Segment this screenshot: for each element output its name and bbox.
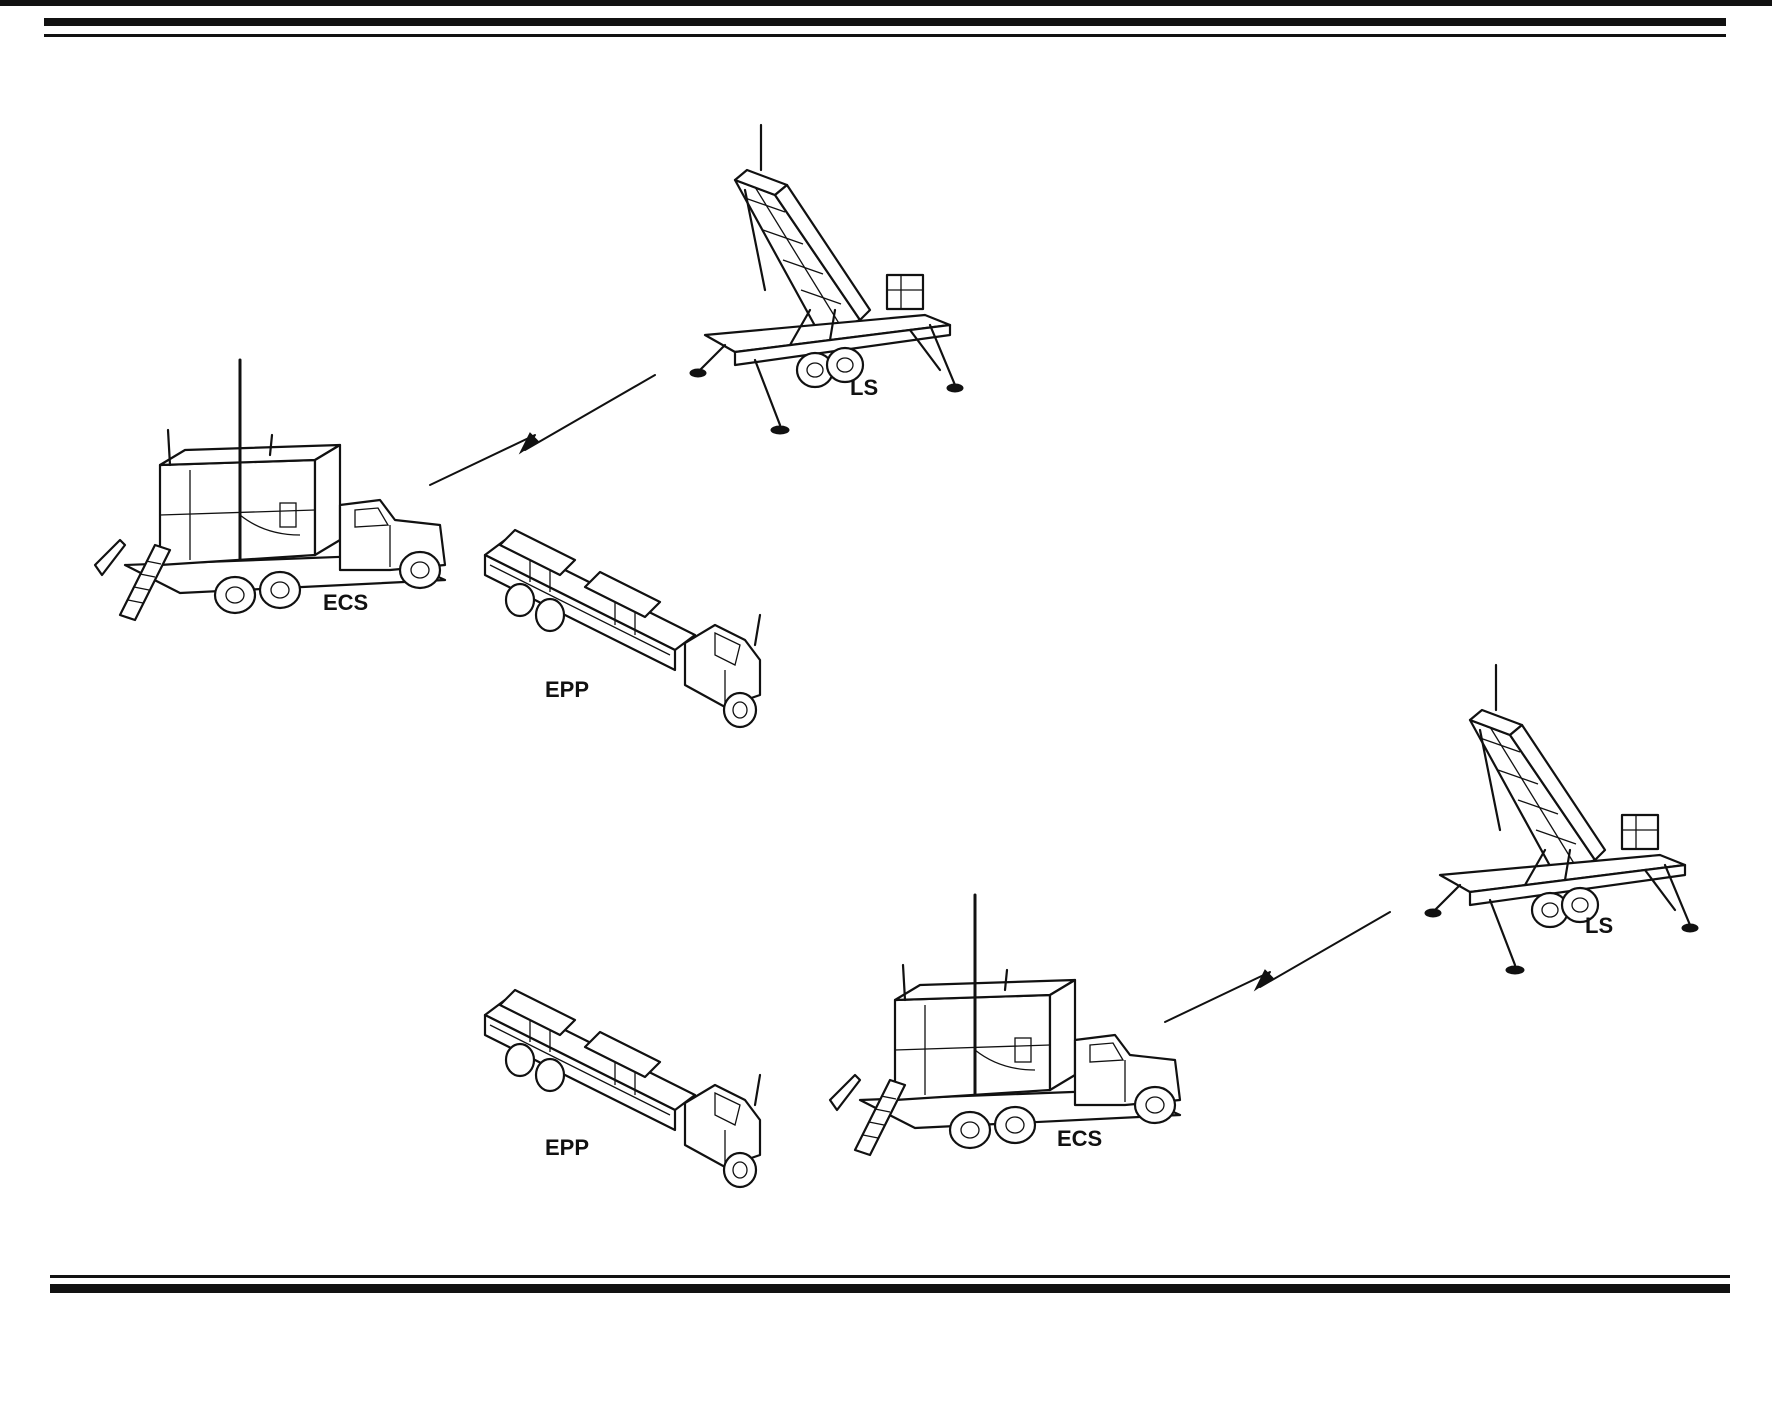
ls-label: LS bbox=[1585, 913, 1613, 938]
launcher-icon bbox=[1423, 663, 1700, 976]
ecs-label: ECS bbox=[1057, 1126, 1102, 1151]
lower-group: EPP ECS LS bbox=[483, 663, 1700, 1189]
power-plant-truck-icon bbox=[483, 988, 762, 1189]
bottom-border bbox=[50, 1275, 1730, 1293]
ecs-label: ECS bbox=[323, 590, 368, 615]
radio-link-icon bbox=[1164, 911, 1391, 1023]
ecs-truck-icon bbox=[93, 358, 447, 622]
launcher-icon bbox=[688, 123, 965, 436]
top-border bbox=[0, 0, 1772, 37]
ecs-truck-icon bbox=[828, 893, 1182, 1157]
epp-label: EPP bbox=[545, 1135, 589, 1160]
radio-link-icon bbox=[429, 374, 656, 486]
power-plant-truck-icon bbox=[483, 528, 762, 729]
ls-label: LS bbox=[850, 375, 878, 400]
upper-group: ECS LS EPP bbox=[93, 123, 965, 729]
epp-label: EPP bbox=[545, 677, 589, 702]
